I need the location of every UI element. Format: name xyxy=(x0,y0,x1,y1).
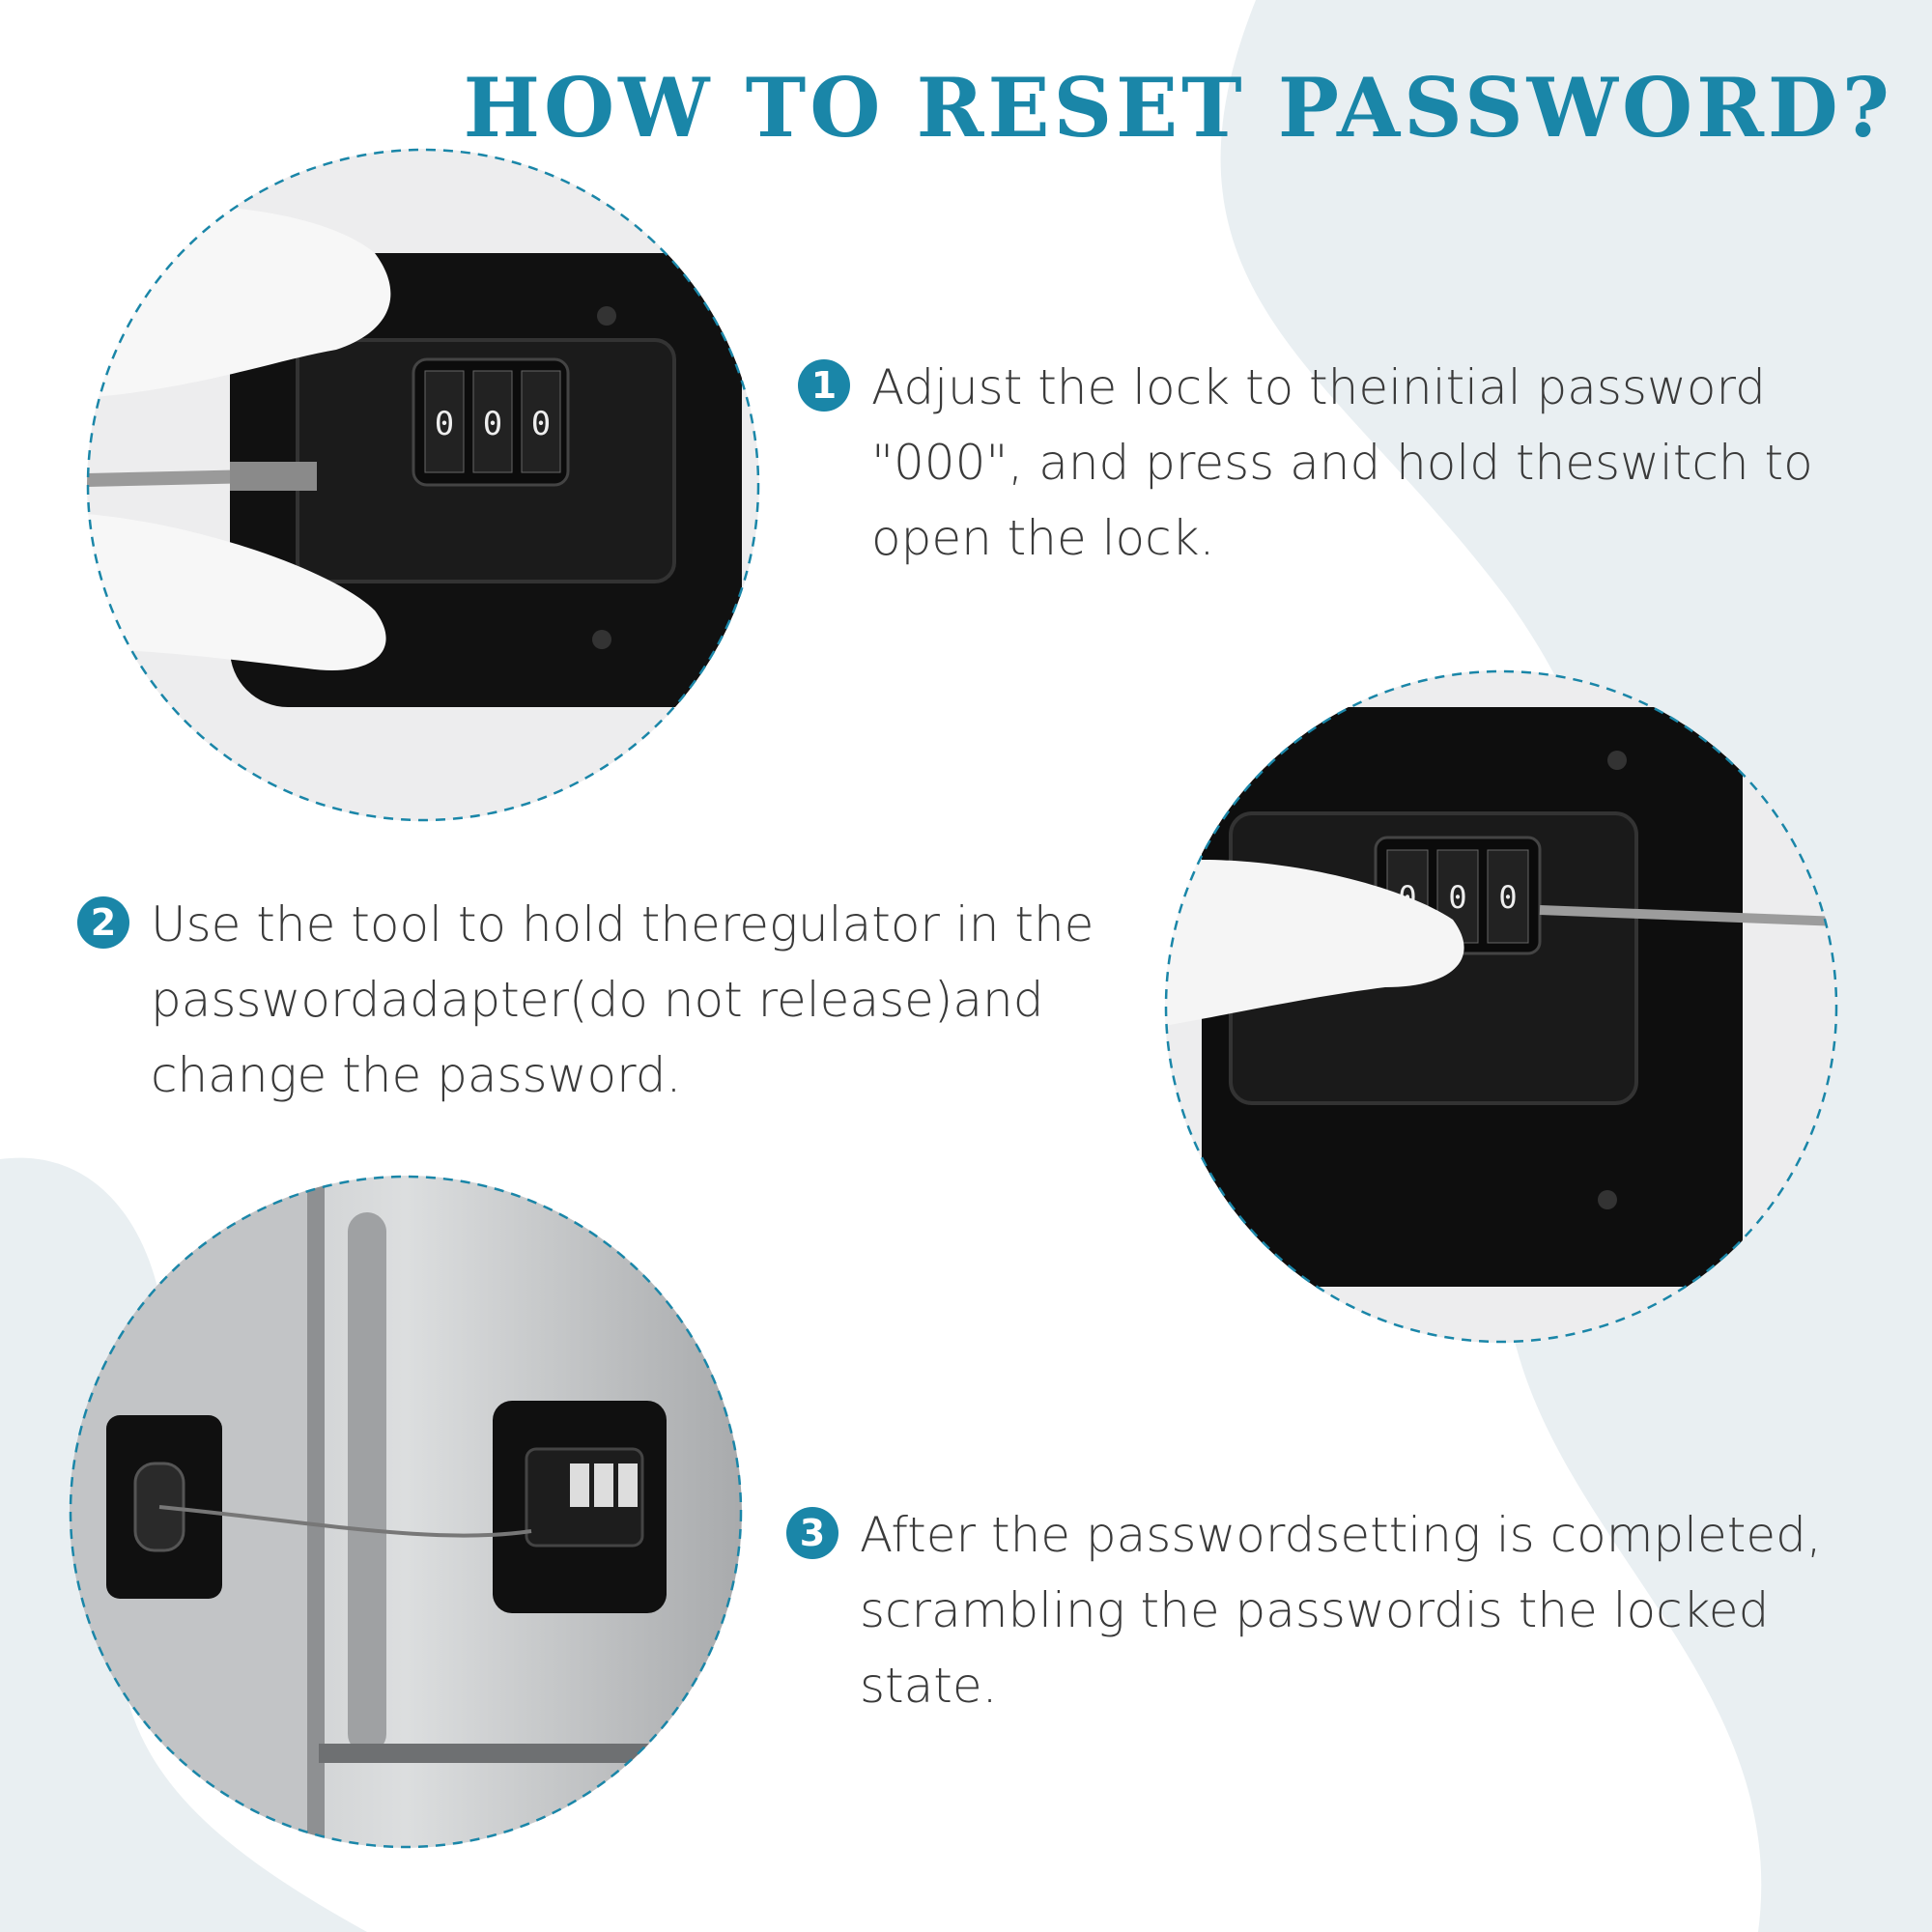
svg-text:0: 0 xyxy=(531,405,551,443)
svg-text:0: 0 xyxy=(1498,879,1517,916)
step-3-text: After the passwordsetting is completed, … xyxy=(860,1507,1822,1714)
step-number-badge: 3 xyxy=(786,1507,838,1559)
photo-fridge-locked xyxy=(69,1175,743,1849)
svg-text:0: 0 xyxy=(435,405,454,443)
page-title: HOW TO RESET PASSWORD? xyxy=(463,60,1893,156)
step-1-text: Adjust the lock to theinitial password "… xyxy=(871,359,1813,566)
step-number-badge: 1 xyxy=(798,359,850,412)
svg-text:0: 0 xyxy=(483,405,502,443)
step-number-badge: 2 xyxy=(77,896,129,949)
svg-text:0: 0 xyxy=(1448,879,1466,916)
photo-lock-press-switch: 0 0 0 xyxy=(86,148,760,822)
step-3: 3 After the passwordsetting is completed… xyxy=(786,1497,1907,1723)
step-2-text: Use the tool to hold theregulator in the… xyxy=(151,896,1094,1103)
step-2: 2 Use the tool to hold theregulator in t… xyxy=(77,887,1101,1113)
photo-lock-change-password: 0 0 0 xyxy=(1164,669,1838,1344)
step-1: 1 Adjust the lock to theinitial password… xyxy=(798,350,1909,576)
